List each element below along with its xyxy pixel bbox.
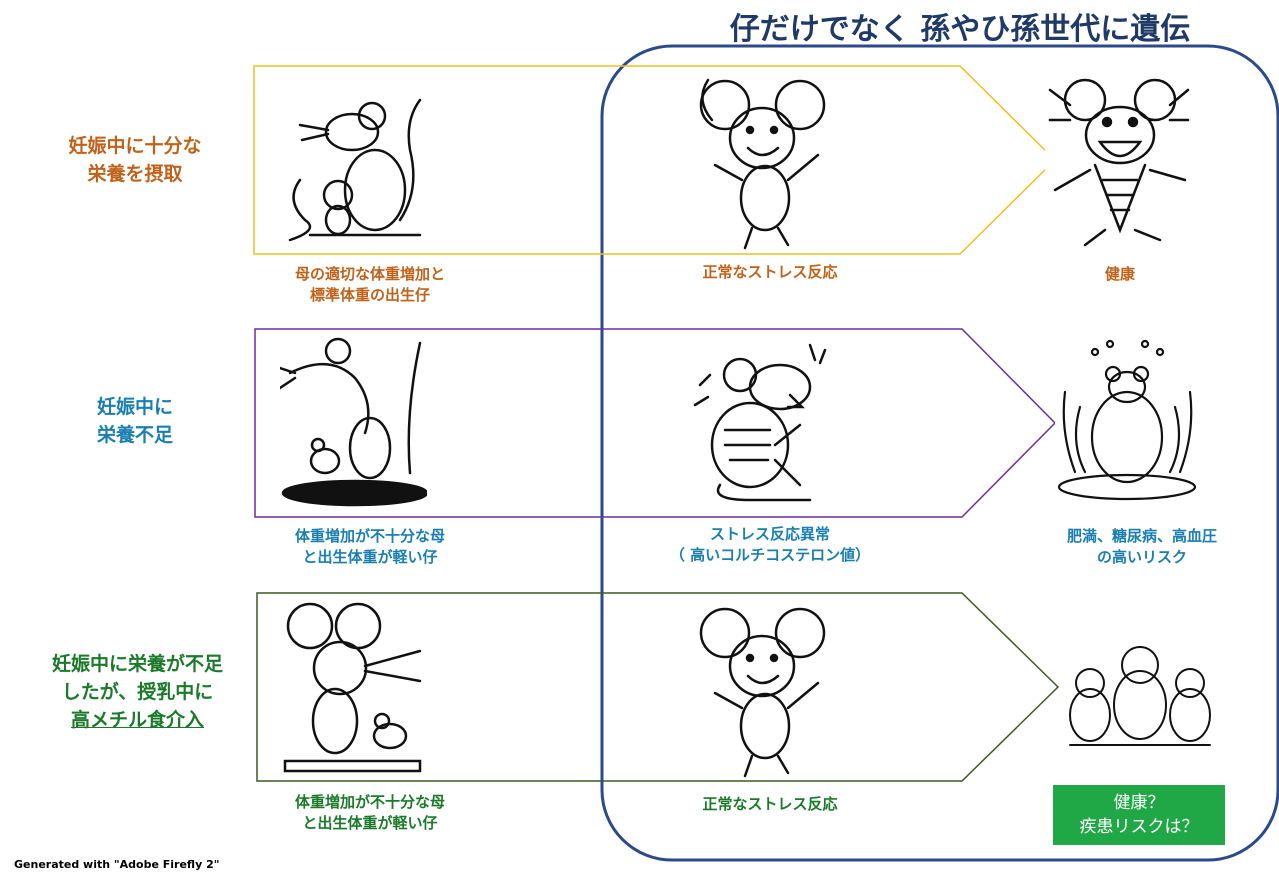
healthy-mouse-illustration (1045, 70, 1193, 248)
row3-offspring-caption: 正常なストレス反応 (702, 795, 838, 813)
mouse-group-illustration (1060, 585, 1220, 777)
stress-mouse-illustration (690, 335, 840, 505)
generation-credit: Generated with "Adobe Firefly 2" (14, 858, 220, 871)
obese-mouse-illustration (1055, 332, 1200, 504)
row2-condition: 妊娠中に栄養不足 (96, 396, 173, 446)
mother-with-intervention-illustration (280, 596, 427, 776)
mother-mouse-illustration (280, 70, 430, 248)
row3-mother-caption: 体重増加が不十分な母と出生体重が軽い仔 (294, 793, 445, 832)
row1-offspring-caption: 正常なストレス反応 (702, 263, 838, 281)
row3-arrow-frame (256, 592, 1060, 782)
normal-stress-mouse-illustration (690, 70, 840, 250)
row2-outcome-caption: 肥満、糖尿病、高血圧の高いリスク (1066, 527, 1217, 566)
row3-condition: 妊娠中に栄養が不足 したが、授乳中に 高メチル食介入 (51, 653, 223, 731)
row2-offspring-caption: ストレス反応異常（ 高いコルチコステロン値） (669, 525, 871, 564)
row2-mother-caption: 体重増加が不十分な母と出生体重が軽い仔 (294, 527, 445, 566)
outcome-question-badge: 健康？ 疾患リスクは？ (1053, 785, 1225, 845)
row1-outcome-caption: 健康 (1104, 265, 1135, 283)
row1-mother-caption: 母の適切な体重増加と標準体重の出生仔 (294, 265, 445, 304)
row1-arrow-frame (253, 65, 1057, 255)
normal-stress-mouse-illustration-2 (690, 598, 840, 778)
row2-arrow-frame (254, 328, 1057, 518)
generation-box (600, 44, 1279, 862)
row1-condition: 妊娠中に十分な栄養を摂取 (68, 135, 202, 185)
diagram-title: 仔だけでなく 孫やひ孫世代に遺伝 (729, 12, 1191, 47)
undernourished-mother-illustration (278, 333, 429, 513)
